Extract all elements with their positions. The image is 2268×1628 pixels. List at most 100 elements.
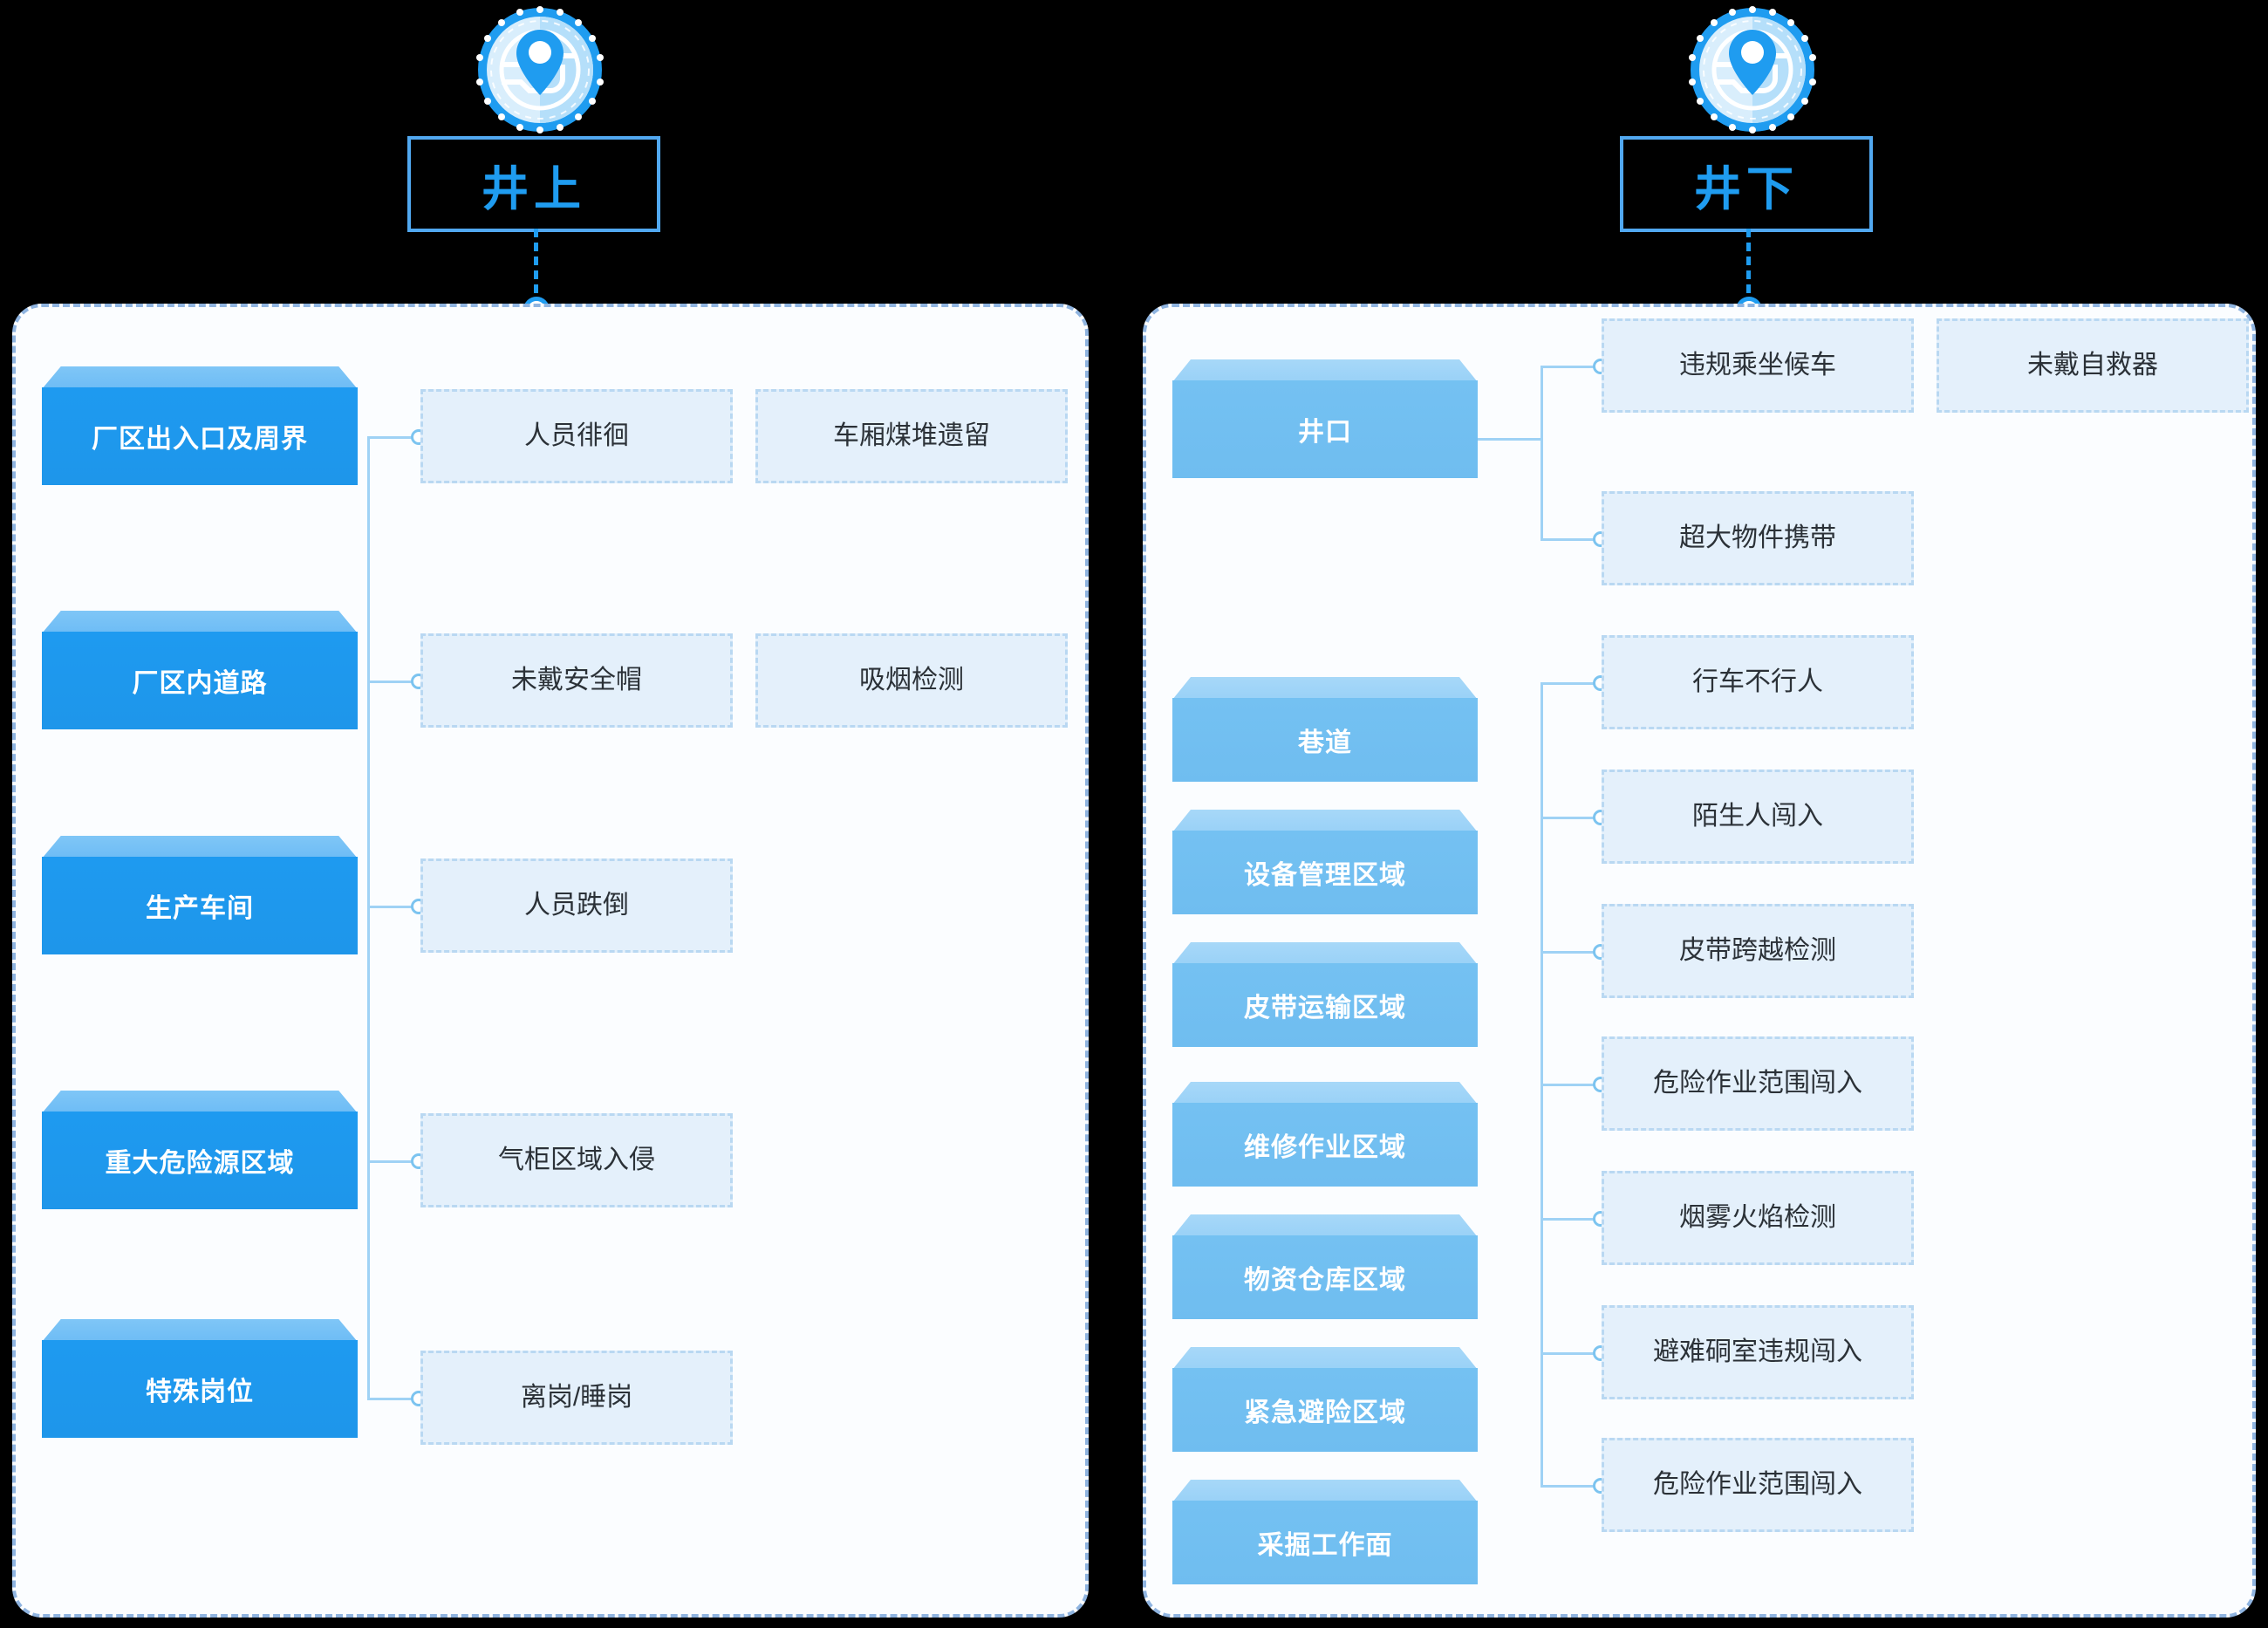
- connector-stub-1: [367, 436, 418, 439]
- connector-stub-r1a: [1540, 366, 1600, 368]
- area-box-equipment-management[interactable]: 设备管理区域: [1172, 810, 1478, 914]
- panel-title-label: 井下: [1694, 162, 1799, 215]
- item-label: 危险作业范围闯入: [1653, 1470, 1862, 1499]
- connector-stub-r1b: [1540, 538, 1600, 541]
- connector-stub-4: [367, 1160, 418, 1163]
- item-label: 烟雾火焰检测: [1679, 1203, 1836, 1232]
- area-box-maintenance[interactable]: 维修作业区域: [1172, 1082, 1478, 1187]
- area-box-body: 生产车间: [42, 857, 358, 954]
- item-box-5-1[interactable]: 离岗/睡岗: [420, 1351, 733, 1445]
- item-box-4-1[interactable]: 气柜区域入侵: [420, 1113, 733, 1207]
- area-label: 采掘工作面: [1257, 1531, 1393, 1560]
- area-label: 巷道: [1298, 728, 1352, 757]
- area-box-shaft-mouth[interactable]: 井口: [1172, 359, 1478, 478]
- area-box-factory-gate[interactable]: 厂区出入口及周界: [42, 366, 358, 485]
- map-pin-badge-icon: [475, 5, 605, 134]
- item-box-r2-5[interactable]: 烟雾火焰检测: [1602, 1171, 1914, 1265]
- item-label: 行车不行人: [1692, 667, 1823, 696]
- area-label: 维修作业区域: [1244, 1133, 1406, 1162]
- connector-stub-r2g: [1540, 1485, 1600, 1488]
- area-box-body: 皮带运输区域: [1172, 963, 1478, 1047]
- area-box-lid: [1172, 1347, 1478, 1370]
- area-box-mining-face[interactable]: 采掘工作面: [1172, 1480, 1478, 1584]
- area-box-body: 设备管理区域: [1172, 831, 1478, 914]
- area-box-production-workshop[interactable]: 生产车间: [42, 836, 358, 954]
- connector-trunk-left: [367, 436, 370, 1398]
- connector-stub-r2a: [1540, 682, 1600, 685]
- connector-stub-5: [367, 1398, 418, 1400]
- item-label: 超大物件携带: [1679, 523, 1836, 552]
- area-box-lid: [1172, 1480, 1478, 1502]
- area-label: 设备管理区域: [1244, 861, 1406, 890]
- area-box-body: 特殊岗位: [42, 1340, 358, 1438]
- area-label: 井口: [1298, 418, 1352, 447]
- item-box-r2-4[interactable]: 危险作业范围闯入: [1602, 1036, 1914, 1131]
- area-box-emergency-refuge[interactable]: 紧急避险区域: [1172, 1347, 1478, 1452]
- area-box-body: 厂区出入口及周界: [42, 387, 358, 485]
- area-box-body: 紧急避险区域: [1172, 1368, 1478, 1452]
- item-box-3-1[interactable]: 人员跌倒: [420, 858, 733, 953]
- connector-stub-r2d: [1540, 1084, 1600, 1086]
- connector-stub-r2b: [1540, 817, 1600, 819]
- item-label: 未戴自救器: [2027, 351, 2158, 380]
- area-box-lid: [1172, 1082, 1478, 1105]
- area-box-lid: [1172, 677, 1478, 700]
- area-box-body: 重大危险源区域: [42, 1112, 358, 1209]
- area-box-warehouse[interactable]: 物资仓库区域: [1172, 1214, 1478, 1319]
- panel-above-ground: 厂区出入口及周界 人员徘徊 车厢煤堆遗留 厂区内道路 未戴安全帽 吸烟检测: [12, 304, 1089, 1618]
- item-label: 人员跌倒: [524, 891, 629, 920]
- panel-title-label: 井上: [482, 162, 586, 215]
- item-box-r1-2[interactable]: 未戴自救器: [1937, 318, 2249, 413]
- area-label: 重大危险源区域: [105, 1149, 295, 1178]
- item-box-2-1[interactable]: 未戴安全帽: [420, 633, 733, 728]
- item-label: 离岗/睡岗: [520, 1383, 633, 1412]
- item-label: 陌生人闯入: [1692, 802, 1823, 831]
- area-box-special-post[interactable]: 特殊岗位: [42, 1319, 358, 1438]
- connector-stub-r2e: [1540, 1218, 1600, 1221]
- panel-title-above-ground[interactable]: 井上: [407, 136, 660, 232]
- connector-stub-2: [367, 681, 418, 683]
- area-box-lid: [1172, 359, 1478, 382]
- item-box-1-1[interactable]: 人员徘徊: [420, 389, 733, 483]
- header-group-above-ground: 井上: [407, 5, 885, 250]
- area-box-roadway[interactable]: 巷道: [1172, 677, 1478, 782]
- area-box-body: 厂区内道路: [42, 632, 358, 729]
- item-label: 皮带跨越检测: [1679, 936, 1836, 965]
- area-box-belt-transport[interactable]: 皮带运输区域: [1172, 942, 1478, 1047]
- area-box-body: 井口: [1172, 380, 1478, 478]
- item-label: 吸烟检测: [859, 666, 964, 694]
- area-label: 生产车间: [146, 894, 254, 923]
- area-label: 厂区出入口及周界: [92, 425, 308, 454]
- area-box-lid: [42, 366, 358, 389]
- connector-stub-r2f: [1540, 1352, 1600, 1355]
- area-box-body: 维修作业区域: [1172, 1103, 1478, 1187]
- title-to-panel-dashed-link-left: [534, 229, 538, 307]
- item-box-r2-7[interactable]: 危险作业范围闯入: [1602, 1438, 1914, 1532]
- panel-title-under-ground[interactable]: 井下: [1620, 136, 1873, 232]
- connector-stub-r2c: [1540, 951, 1600, 954]
- area-label: 特殊岗位: [146, 1378, 254, 1406]
- map-pin-badge-icon: [1688, 5, 1817, 134]
- item-box-r2-6[interactable]: 避难硐室违规闯入: [1602, 1305, 1914, 1399]
- connector-stub-r1: [1478, 438, 1540, 441]
- title-to-panel-dashed-link-right: [1746, 229, 1751, 307]
- area-box-major-hazard[interactable]: 重大危险源区域: [42, 1091, 358, 1209]
- item-box-r2-3[interactable]: 皮带跨越检测: [1602, 904, 1914, 998]
- area-box-factory-road[interactable]: 厂区内道路: [42, 611, 358, 729]
- item-box-r2-2[interactable]: 陌生人闯入: [1602, 770, 1914, 864]
- item-box-r1-3[interactable]: 超大物件携带: [1602, 491, 1914, 585]
- header-group-under-ground: 井下: [1620, 5, 2098, 250]
- area-label: 物资仓库区域: [1244, 1266, 1406, 1295]
- area-box-body: 采掘工作面: [1172, 1501, 1478, 1584]
- item-box-r2-1[interactable]: 行车不行人: [1602, 635, 1914, 729]
- item-box-1-2[interactable]: 车厢煤堆遗留: [755, 389, 1068, 483]
- connector-stub-3: [367, 906, 418, 908]
- area-box-body: 物资仓库区域: [1172, 1235, 1478, 1319]
- item-box-2-2[interactable]: 吸烟检测: [755, 633, 1068, 728]
- area-box-lid: [42, 611, 358, 633]
- item-label: 人员徘徊: [524, 421, 629, 450]
- item-box-r1-1[interactable]: 违规乘坐候车: [1602, 318, 1914, 413]
- item-label: 车厢煤堆遗留: [833, 421, 990, 450]
- area-label: 皮带运输区域: [1244, 994, 1406, 1023]
